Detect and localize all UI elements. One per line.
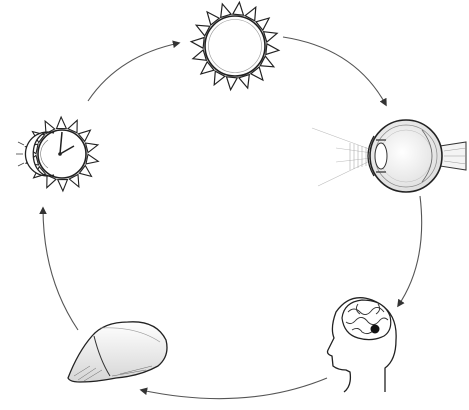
- ray: [191, 38, 204, 49]
- ray: [239, 75, 249, 89]
- ray: [58, 179, 68, 191]
- ray: [193, 50, 207, 60]
- arrow-clock-to-sun: [88, 43, 179, 101]
- ray: [266, 44, 279, 55]
- arrow-eye-to-brain: [398, 196, 422, 306]
- ray: [57, 117, 67, 129]
- eye-icon: [312, 120, 466, 192]
- arrow-sun-to-eye: [283, 37, 386, 105]
- ray: [86, 154, 98, 164]
- ray: [233, 2, 244, 15]
- arrow-brain-to-gland: [141, 378, 327, 399]
- moon-clock-icon: [16, 117, 98, 191]
- arrow-gland-to-clock: [43, 208, 78, 330]
- ray: [264, 32, 278, 42]
- ray: [221, 4, 231, 17]
- ray: [86, 143, 98, 153]
- light-rays: [312, 128, 372, 186]
- head-brain-icon: [328, 298, 397, 392]
- ray: [227, 77, 238, 90]
- gland-icon: [68, 322, 167, 382]
- sun-icon: [191, 2, 279, 90]
